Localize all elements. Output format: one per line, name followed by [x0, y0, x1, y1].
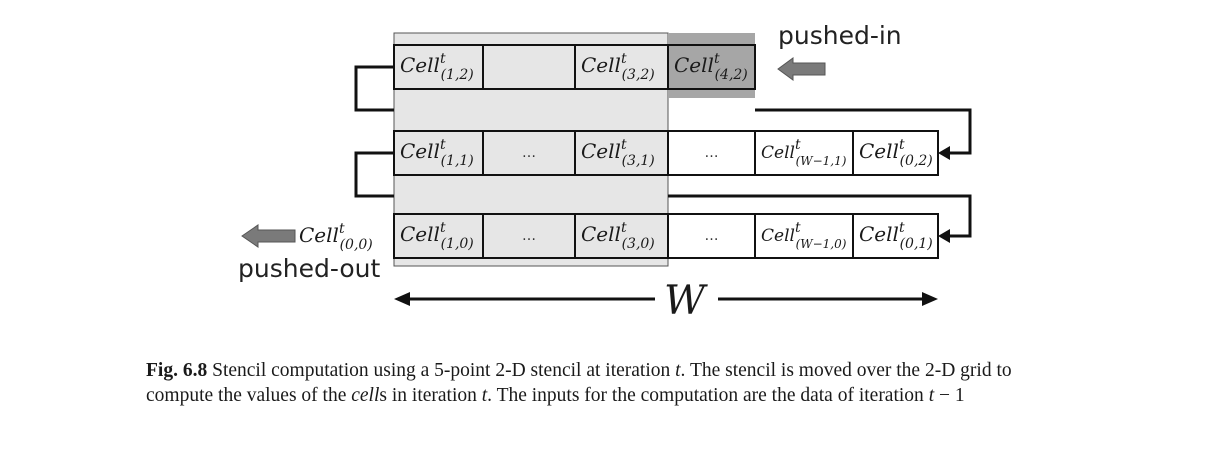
grid-cell: Cellt(0,2) [852, 130, 939, 176]
ellipsis-label: … [705, 145, 719, 161]
width-arrow-right-head [922, 292, 938, 306]
caption-part3: s in iteration [379, 385, 482, 406]
stencil-window [393, 32, 669, 267]
grid-cell-border [852, 130, 939, 176]
cell-label: Cellt(1,2) [400, 51, 474, 83]
cell-label: Cellt(3,0) [581, 220, 655, 252]
arrowhead-row1 [938, 146, 950, 160]
caption-var-t2: t [481, 385, 488, 406]
ellipsis-label: … [705, 228, 719, 244]
grid-cell-border [667, 213, 756, 259]
pushed-out-cell: Cellt(0,0) [299, 221, 373, 253]
connector-row2-to-row1-right [755, 108, 972, 155]
connector-arrowheads [938, 146, 950, 243]
grid-cell: Cellt(4,2) [667, 44, 756, 90]
grid-cell: … [667, 213, 756, 259]
grid-cell: Cellt(1,0) [393, 213, 484, 259]
caption-var-t1: t [675, 360, 681, 381]
grid-cell: Cellt(0,1) [852, 213, 939, 259]
caption-part4: . The inputs for the computation are the… [487, 385, 929, 406]
connector-row1-to-row0-right [668, 194, 972, 238]
cell-label: Cellt(4,2) [674, 51, 748, 83]
grid-cell: … [667, 130, 756, 176]
row-connectors [354, 65, 972, 238]
connector-row2-left [354, 65, 394, 112]
caption-part1: Stencil computation using a 5-point 2-D … [207, 360, 676, 381]
cell-label: Cellt(0,2) [859, 137, 933, 169]
pushed-in-highlight [668, 33, 755, 98]
grid-cell: Cellt(W−1,0) [754, 213, 854, 259]
pushed-out-arrow-icon [241, 224, 296, 248]
pushed-in-arrow-icon [777, 57, 826, 81]
grid-cell: Cellt(3,1) [574, 130, 669, 176]
grid-cell-border [667, 130, 756, 176]
pushed-out-label: pushed-out [238, 254, 380, 283]
cell-label: Cellt(W−1,1) [761, 137, 847, 168]
figure-caption: Fig. 6.8 Stencil computation using a 5-p… [146, 358, 1076, 408]
caption-part5: − 1 [934, 385, 965, 406]
width-label: W [664, 278, 708, 324]
arrowhead-row0 [938, 229, 950, 243]
cell-label: Cellt(0,1) [859, 220, 933, 252]
grid-cell-border [754, 213, 854, 259]
grid-cell: Cellt(1,1) [393, 130, 484, 176]
caption-part2: . The stencil is moved over the 2-D grid… [146, 360, 1012, 406]
ellipsis-label: … [522, 145, 536, 161]
grid-cell: Cellt(W−1,1) [754, 130, 854, 176]
pushed-in-label: pushed-in [778, 21, 902, 50]
width-arrow: W [394, 278, 938, 324]
cell-label: Cellt(3,1) [581, 137, 655, 169]
grid-cell-border [667, 44, 756, 90]
width-arrow-left-head [394, 292, 410, 306]
grid-cell-border [754, 130, 854, 176]
cell-label: Cellt(3,2) [581, 51, 655, 83]
cell-label: Cellt(1,1) [400, 137, 474, 169]
cell-label: Cellt(W−1,0) [761, 220, 847, 251]
grid-cell-border [852, 213, 939, 259]
grid-cell: Cellt(3,0) [574, 213, 669, 259]
stencil-diagram: Cellt(1,2) Cellt(3,2) Cellt(4,2) Cellt(1,1)… [238, 21, 972, 324]
caption-cells-word: cell [351, 385, 380, 406]
connector-row1-left [354, 151, 394, 198]
caption-var-t3: t [928, 385, 935, 406]
caption-label: Fig. 6.8 [146, 360, 208, 381]
ellipsis-label: … [522, 228, 536, 244]
cell-label: Cellt(1,0) [400, 220, 474, 252]
